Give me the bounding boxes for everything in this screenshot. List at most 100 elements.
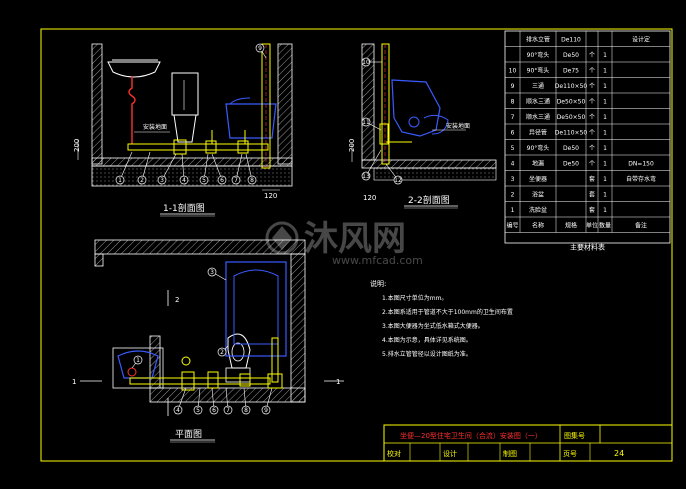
- callout-4: 4: [173, 387, 187, 415]
- bom-cell-name: 坐便器: [529, 175, 547, 183]
- bom-cell-no: 8: [511, 99, 515, 106]
- toilet-bowl: [173, 114, 197, 143]
- callout-number: 5: [196, 407, 200, 414]
- callout-number: 9: [264, 407, 268, 414]
- bom-cell-name: 洗脸盆: [529, 206, 547, 214]
- bom-header: 数量: [599, 222, 611, 230]
- notes-heading: 说明:: [370, 279, 386, 288]
- bom-cell-qty: 1: [603, 52, 607, 59]
- bom-cell-spec: De110: [561, 37, 581, 44]
- bom-cell-spec: De75: [563, 68, 579, 75]
- callout-13: 13: [361, 149, 382, 181]
- bom-cell-name: 三通: [532, 82, 544, 90]
- callout-number: 2: [140, 177, 144, 184]
- bom-cell-note: DN=150: [628, 161, 654, 168]
- bom-cell-no: 2: [511, 192, 515, 199]
- bom-cell-no: 5: [511, 145, 515, 152]
- sheet-border: [40, 28, 673, 462]
- section-22-callouts: 10 11 12 13: [361, 57, 403, 185]
- callout-11: 11: [361, 117, 382, 131]
- callout-2: 2: [137, 151, 151, 185]
- bom-cell-unit: 个: [589, 161, 595, 168]
- plan-drain: [129, 377, 271, 385]
- callout-8: 8: [245, 153, 257, 185]
- callout-number: 12: [394, 177, 402, 184]
- bom-cell-spec: De110×50: [555, 130, 588, 137]
- page-label: 页号: [563, 450, 577, 458]
- plan-toilet: [227, 333, 251, 369]
- callout-2: 2: [217, 345, 229, 357]
- callout-3: 3: [157, 153, 177, 185]
- dim-200-22: 200: [348, 139, 356, 152]
- bom-cell-no: 6: [511, 130, 515, 137]
- watermark-brand: 沐风网: [304, 219, 406, 259]
- bom-cell-qty: 1: [603, 68, 607, 75]
- callout-4: 4: [179, 153, 189, 185]
- bom-cell-name: 地漏: [532, 160, 544, 168]
- bom-header: 备注: [635, 222, 647, 230]
- callout-7: 7: [231, 153, 243, 185]
- section-1-1: 安装地面 200 120 1-1剖面图: [73, 43, 293, 217]
- section-2-2: 安装地面 200 120 2-2剖面图: [348, 43, 497, 209]
- drawing-title: 坐便—20型住宅卫生间（合流）安装图（一）: [400, 431, 542, 440]
- bom-cell-qty: 1: [603, 114, 607, 121]
- left-wall: [91, 43, 103, 165]
- bom-cell-qty: 1: [603, 83, 607, 90]
- callout-number: 7: [226, 407, 230, 414]
- bom-cell-no: 4: [511, 161, 515, 168]
- plan-top-wall: [94, 239, 306, 255]
- callout-6: 6: [209, 387, 219, 415]
- bom-cell-name: 90°弯头: [527, 144, 550, 152]
- bom-footer: 主要材料表: [570, 243, 605, 252]
- callout-1: 1: [131, 355, 143, 369]
- bom-cell-spec: De50: [563, 161, 579, 168]
- callout-8: 8: [241, 387, 251, 415]
- washbasin: [107, 61, 161, 78]
- section-22-title: 2-2剖面图: [408, 194, 450, 206]
- bom-cell-no: 3: [511, 176, 515, 183]
- plan-title: 平面图: [175, 429, 202, 440]
- bom-cell-note: 设计定: [632, 36, 650, 44]
- callout-number: 11: [362, 119, 370, 126]
- watermark: 沐风网 www.mfcad.com: [265, 219, 423, 267]
- callout-number: 4: [182, 177, 186, 184]
- bom-cell-name: 排水立管: [526, 36, 550, 44]
- callout-number: 1: [136, 357, 140, 364]
- plan-right-wall: [290, 253, 306, 403]
- note-1: 1.本图尺寸单位为mm。: [382, 294, 447, 302]
- bom-cell-unit: 套: [589, 175, 595, 183]
- section-mark-1-right: 1: [336, 378, 340, 386]
- bom-cell-name: 90°弯头: [527, 51, 550, 59]
- callout-1: 1: [115, 151, 133, 185]
- callout-number: 8: [250, 177, 254, 184]
- callout-number: 4: [176, 407, 180, 414]
- bom-cell-unit: 套: [589, 206, 595, 214]
- bom-cell-qty: 1: [603, 99, 607, 106]
- note-3: 3.本图大便器为坐式低水箱式大便器。: [382, 322, 484, 330]
- bom-cell-spec: De50×50: [557, 114, 586, 121]
- callout-10: 10: [361, 57, 382, 67]
- bom-cell-spec: De110×50: [555, 83, 588, 90]
- install-floor-label-22: 安装地面: [446, 122, 470, 130]
- callout-number: 2: [220, 349, 224, 356]
- bom-cell-unit: 个: [589, 52, 595, 59]
- callout-number: 8: [244, 407, 248, 414]
- callout-number: 3: [160, 177, 164, 184]
- dim-120-22: 120: [363, 194, 376, 202]
- stack-22: [381, 43, 390, 165]
- section-11-title: 1-1剖面图: [163, 202, 205, 214]
- bom-cell-name: 浴盆: [532, 191, 544, 199]
- callout-5: 5: [199, 153, 209, 185]
- review-label: 校对: [387, 449, 401, 458]
- bom-cell-no: 9: [511, 83, 515, 90]
- bom-cell-name: 顺水三通: [526, 98, 550, 106]
- bom-header: 编号: [506, 222, 518, 230]
- plan-bathtub: [225, 261, 287, 357]
- atlas-label: 图集号: [564, 431, 585, 440]
- bathtub: [225, 103, 277, 139]
- bom-cell-unit: 个: [589, 68, 595, 75]
- section-mark-1-left: 1: [72, 378, 76, 386]
